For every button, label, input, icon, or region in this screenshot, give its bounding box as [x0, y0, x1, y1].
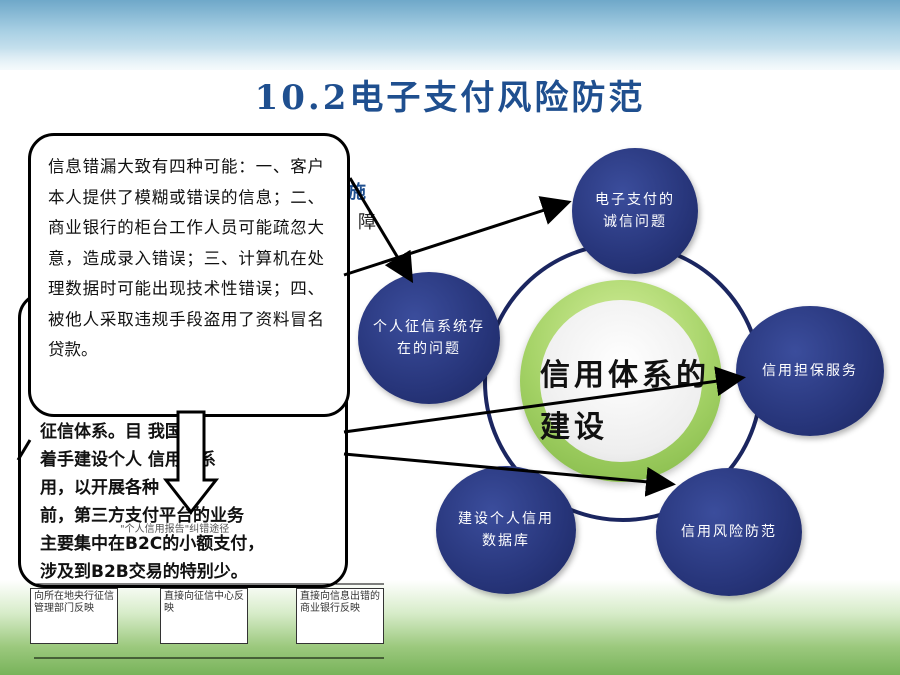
back-line: 用，以开展各种 [40, 478, 159, 498]
callout-front [28, 133, 350, 417]
correction-box: 直接向信息出错的商业银行反映 [296, 588, 384, 644]
grass-background [0, 580, 900, 675]
correction-box: 直接向征信中心反映 [160, 588, 248, 644]
correction-box: 向所在地央行征信管理部门反映 [30, 588, 118, 644]
text-fragment: 障 [358, 212, 376, 233]
center-label: 信用体系的建设 [540, 358, 710, 445]
arrow-to-bottom-right-node [343, 452, 676, 497]
callout-front-text: 信息错漏大致有四种可能：一、客户本人提供了模糊或错误的信息；二、商业银行的柜台工… [48, 157, 324, 359]
sky-glow [0, 48, 900, 88]
down-arrow-icon [162, 410, 220, 515]
callout-back-text: 征信体系。目 我国也 着手建设个人 信用体系 用，以开展各种 前，第三方支付平台… [40, 418, 330, 586]
correction-note: "个人信用报告"纠错途径 [120, 524, 230, 535]
back-line: 征信体系。目 我国也 [40, 422, 199, 442]
back-line: 涉及到B2B交易的特别少。 [40, 562, 248, 582]
node-top: 电子支付的诚信问题 [572, 148, 698, 274]
back-line: 主要集中在B2C的小额支付， [40, 534, 265, 554]
node-bottom-left: 建设个人信用数据库 [436, 466, 576, 594]
center-disc [540, 300, 702, 462]
node-right: 信用担保服务 [736, 306, 884, 436]
arrow-to-top-node [343, 196, 572, 277]
arrow-to-right-node [343, 366, 746, 434]
node-left-label: 个人征信系统存在的问题 [373, 319, 485, 357]
back-line: 着手建设个人 信用体系 [40, 450, 216, 470]
node-right-label: 信用担保服务 [762, 363, 858, 379]
slide-title: 10.2电子支付风险防范 [254, 78, 646, 118]
node-top-label: 电子支付的诚信问题 [595, 192, 675, 230]
node-bottom-left-label: 建设个人信用数据库 [458, 511, 554, 549]
node-bottom-right-label: 信用风险防范 [681, 524, 777, 540]
arrow-to-left-node [348, 177, 414, 284]
node-left: 个人征信系统存在的问题 [358, 272, 500, 404]
node-bottom-right: 信用风险防范 [656, 468, 802, 596]
